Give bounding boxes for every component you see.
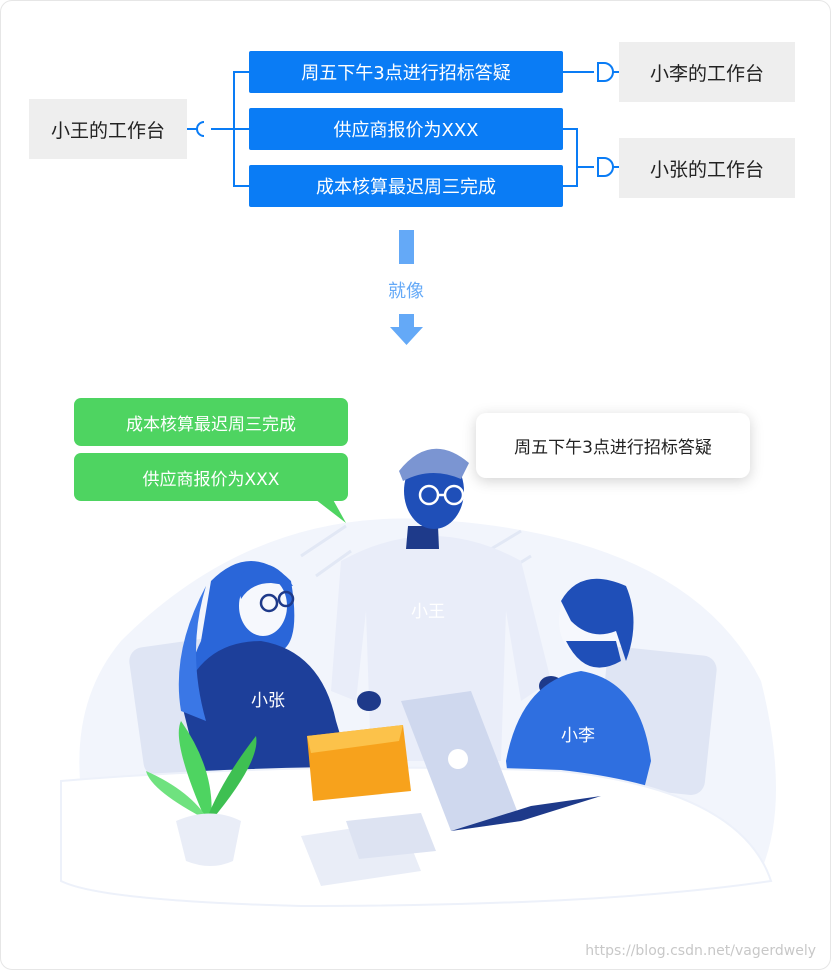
watermark: https://blog.csdn.net/vagerdwely	[585, 943, 816, 959]
message-2: 供应商报价为XXX	[249, 108, 563, 150]
zhang-workbench: 小张的工作台	[619, 138, 795, 198]
paper-2	[346, 813, 436, 859]
motion-lines	[300, 524, 532, 583]
message-1: 周五下午3点进行招标答疑	[249, 51, 563, 93]
label-li: 小李	[561, 726, 595, 746]
arrow-shaft-lower	[399, 314, 414, 327]
green-bubble-tail	[311, 496, 346, 523]
label-zhang: 小张	[251, 691, 285, 711]
plant	[146, 721, 257, 866]
transition-label: 就像	[388, 281, 424, 302]
label-wang: 小王	[411, 602, 445, 622]
li-workbench: 小李的工作台	[619, 42, 795, 102]
arrow-shaft-upper	[399, 230, 414, 264]
green-bubble-2: 供应商报价为XXX	[74, 453, 348, 501]
person-li	[506, 578, 651, 801]
message-3: 成本核算最迟周三完成	[249, 165, 563, 207]
white-bubble-tail	[479, 476, 513, 501]
wang-workbench: 小王的工作台	[29, 99, 187, 159]
person-wang	[331, 448, 563, 761]
arrow-head	[390, 327, 423, 345]
connector-lines	[187, 62, 619, 345]
white-bubble: 周五下午3点进行招标答疑	[476, 413, 750, 478]
green-bubble-1: 成本核算最迟周三完成	[74, 398, 348, 446]
laptop-base	[451, 796, 601, 831]
laptop-logo	[448, 749, 468, 769]
